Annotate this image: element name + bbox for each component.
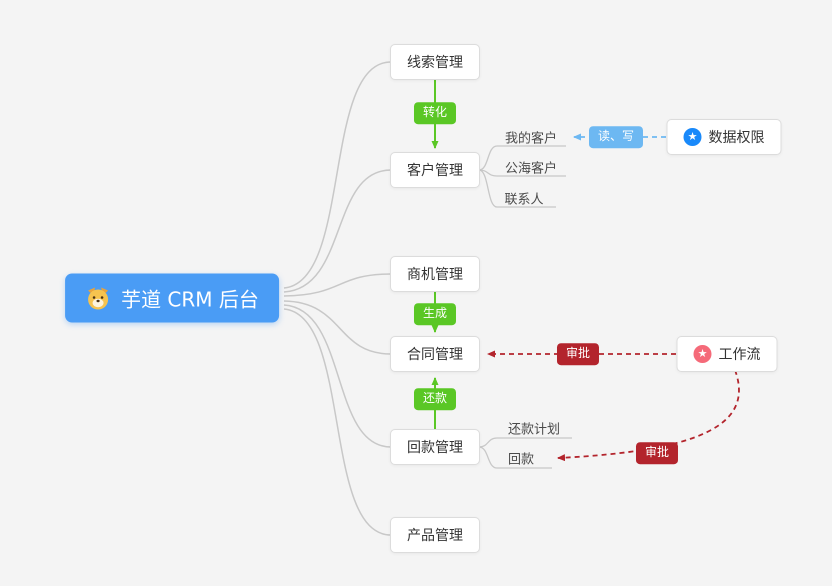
dog-face-icon bbox=[85, 285, 111, 311]
child-branch-lines bbox=[478, 145, 572, 469]
node-product-management[interactable]: 产品管理 bbox=[390, 517, 480, 553]
node-contract-management[interactable]: 合同管理 bbox=[390, 336, 480, 372]
node-label: 回款管理 bbox=[407, 440, 463, 456]
node-label: 合同管理 bbox=[407, 347, 463, 363]
node-label: 商机管理 bbox=[407, 267, 463, 283]
edge-label-generate: 生成 bbox=[413, 303, 457, 325]
node-label: 工作流 bbox=[718, 347, 761, 363]
node-receivable-management[interactable]: 回款管理 bbox=[390, 429, 480, 465]
node-workflow[interactable]: ★ 工作流 bbox=[676, 336, 778, 372]
root-node-crm-backend[interactable]: 芋道 CRM 后台 bbox=[65, 273, 279, 323]
node-customer-management[interactable]: 客户管理 bbox=[390, 152, 480, 188]
edge-approve-payment-arrow bbox=[557, 369, 740, 462]
edge-label-approve-contract: 审批 bbox=[556, 343, 600, 365]
node-label: 产品管理 bbox=[407, 528, 463, 544]
edge-label-repayment: 还款 bbox=[413, 388, 457, 410]
edge-label-read-write: 读、写 bbox=[588, 126, 644, 148]
node-my-customer[interactable]: 我的客户 bbox=[504, 131, 558, 147]
node-label: 客户管理 bbox=[407, 163, 463, 179]
node-public-customer[interactable]: 公海客户 bbox=[504, 161, 558, 177]
node-contact[interactable]: 联系人 bbox=[504, 192, 544, 208]
star-icon: ★ bbox=[683, 128, 702, 146]
node-lead-management[interactable]: 线索管理 bbox=[390, 44, 480, 80]
root-node-label: 芋道 CRM 后台 bbox=[121, 287, 259, 312]
node-label: 数据权限 bbox=[708, 130, 765, 146]
node-payment[interactable]: 回款 bbox=[507, 452, 535, 468]
edge-label-convert: 转化 bbox=[413, 102, 457, 124]
root-branch-curves bbox=[283, 61, 392, 536]
node-data-permission[interactable]: ★ 数据权限 bbox=[666, 119, 782, 155]
node-repayment-plan[interactable]: 还款计划 bbox=[507, 422, 561, 438]
node-opportunity-management[interactable]: 商机管理 bbox=[390, 256, 480, 292]
star-icon: ★ bbox=[693, 345, 712, 363]
edge-label-approve-payment: 审批 bbox=[635, 442, 679, 464]
node-label: 线索管理 bbox=[407, 55, 463, 71]
